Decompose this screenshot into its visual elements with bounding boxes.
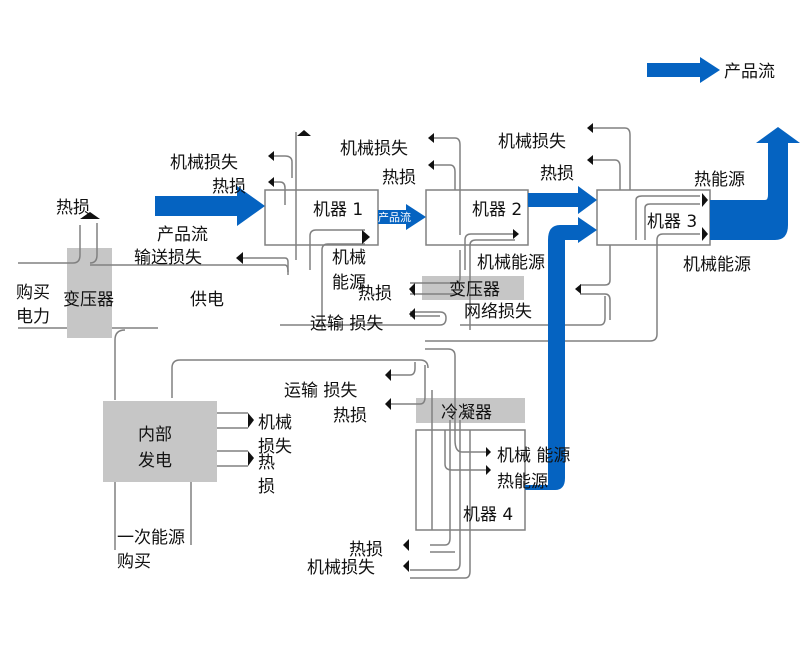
arrow-right-icon: [362, 230, 370, 244]
arrow-left-icon: [385, 398, 391, 410]
transformer-left-label: 变压器: [63, 290, 114, 310]
arrow-right-icon: [486, 465, 491, 475]
product-flows: [155, 127, 800, 490]
arrow-left-icon: [385, 369, 391, 381]
machine3-box: [596, 189, 711, 246]
arrow-right-icon: [248, 413, 254, 428]
heat-energy-m3-label: 热能源: [694, 170, 745, 190]
legend-arrow-icon: [647, 57, 720, 83]
internal-gen-label-1: 内部: [138, 425, 172, 445]
internal-gen-label-2: 发电: [138, 451, 172, 471]
transformer-mid-label: 变压器: [449, 280, 500, 300]
arrow-left-icon: [428, 160, 434, 170]
heat-loss-m3-label: 热损: [540, 164, 574, 184]
heat-energy-m4-label: 热能源: [497, 472, 548, 492]
mech-energy-m2-label: 机械能源: [477, 253, 545, 273]
product-flow-in-label: 产品流: [157, 225, 208, 245]
arrow-left-icon: [268, 177, 274, 187]
arrow-left-icon: [268, 151, 274, 161]
gen-mech-loss-label-1: 机械: [258, 413, 292, 433]
internal-generation-block: [103, 401, 217, 482]
mech-energy-m3-label: 机械能源: [683, 255, 751, 275]
connector-lines: [18, 127, 700, 579]
arrow-left-icon: [575, 284, 581, 294]
arrow-left-icon: [236, 252, 243, 264]
gen-heat-loss-label-1: 热: [258, 453, 275, 473]
machine3-label: 机器 3: [647, 212, 697, 232]
arrow-left-icon: [587, 123, 593, 133]
machine1-box: [264, 189, 379, 246]
heat-loss-top-left-label: 热损: [56, 198, 90, 218]
arrow-left-icon: [403, 539, 409, 551]
mech-energy-m1-label-2: 能源: [332, 273, 366, 293]
transformer-mid-block: [422, 276, 524, 300]
mech-energy-m4-label: 机械 能源: [497, 446, 570, 466]
mech-loss-m2-label: 机械损失: [340, 139, 408, 159]
condenser-label: 冷凝器: [441, 403, 492, 423]
primary-energy-label-2: 购买: [117, 552, 151, 572]
output-flow-arrow-icon: [710, 127, 800, 240]
gen-heat-loss-label-2: 损: [258, 477, 275, 497]
product-flow-m2-m3-arrow-icon: [528, 186, 597, 214]
heat-energy-return-flow: [525, 217, 597, 490]
power-supply-label: 供电: [190, 290, 224, 310]
purchase-power-label-2: 电力: [16, 307, 50, 327]
product-flow-in-arrow-icon: [155, 186, 265, 226]
heat-loss-low-label: 热损: [333, 406, 367, 426]
legend-label: 产品流: [724, 62, 775, 82]
arrow-left-icon: [409, 283, 415, 296]
heat-loss-m1-label: 热损: [212, 177, 246, 197]
mech-loss-m4-label: 机械损失: [307, 558, 375, 578]
transport-loss-mid-label: 运输 损失: [310, 314, 383, 334]
transport-loss-1-label: 输送损失: [134, 248, 202, 268]
heat-loss-mid-label: 热损: [358, 284, 392, 304]
mech-loss-m1-label: 机械损失: [170, 153, 238, 173]
arrow-up-icon: [297, 130, 311, 136]
arrow-heads: [80, 123, 708, 572]
purchase-power-label-1: 购买: [16, 283, 50, 303]
transport-loss-low-label: 运输 损失: [284, 381, 357, 401]
machine2-box: [425, 189, 529, 246]
condenser-block: [416, 398, 525, 423]
arrow-left-icon: [587, 155, 593, 165]
arrow-up-icon: [80, 212, 100, 219]
machine2-label: 机器 2: [472, 200, 522, 220]
arrow-left-icon: [428, 133, 434, 143]
arrow-right-icon: [248, 451, 254, 466]
primary-energy-label-1: 一次能源: [117, 528, 185, 548]
labels: 热损 购买 电力 变压器 供电 产品流 输送损失 机械损失 热损 机器 1 产品…: [16, 132, 751, 578]
network-loss-label: 网络损失: [464, 302, 532, 322]
product-flow-small-label: 产品流: [378, 210, 411, 224]
arrow-right-icon: [702, 193, 708, 207]
heat-loss-m2-label: 热损: [382, 168, 416, 188]
mech-energy-m1-label-1: 机械: [332, 248, 366, 268]
arrow-right-icon: [702, 227, 708, 241]
product-flow-m1-m2-arrow-icon: [378, 204, 426, 230]
arrow-right-icon: [513, 229, 519, 239]
legend: 产品流: [647, 57, 775, 83]
mech-loss-m3-label: 机械损失: [498, 132, 566, 152]
gen-mech-loss-label-2: 损失: [258, 437, 292, 457]
arrow-left-icon: [403, 560, 409, 572]
machine4-label: 机器 4: [463, 505, 513, 525]
arrow-left-icon: [409, 308, 415, 320]
heat-loss-m4-label: 热损: [349, 540, 383, 560]
machine1-label: 机器 1: [313, 200, 363, 220]
arrow-right-icon: [486, 447, 491, 457]
